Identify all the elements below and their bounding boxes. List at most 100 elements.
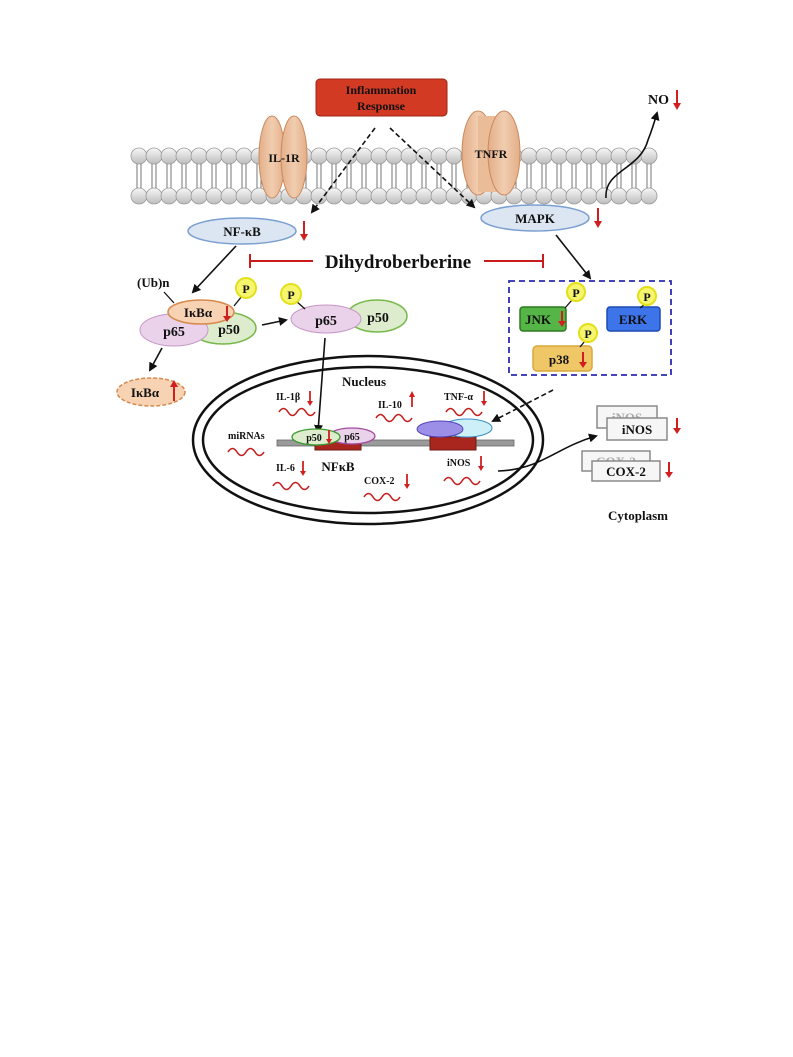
ikba-free-label: IκBα xyxy=(131,385,160,400)
no-label: NO xyxy=(648,93,669,108)
lipid-tail xyxy=(571,164,577,176)
lipid-head xyxy=(325,147,343,165)
p50-free-label: p50 xyxy=(367,311,389,326)
lipid-tail xyxy=(241,176,247,188)
lipid-head xyxy=(640,187,658,205)
lipid-head xyxy=(205,187,223,205)
mrna-squiggle xyxy=(363,492,401,502)
p65-free-label: p65 xyxy=(315,314,337,329)
mrna-squiggle xyxy=(445,407,483,417)
nucleus: Nucleus p50 p65 NFκB IL-1β IL-10 TNF-α m… xyxy=(191,354,545,526)
inos-to-protein-arrow xyxy=(497,433,598,472)
lipid-head xyxy=(235,187,253,205)
lipid-head xyxy=(580,147,598,165)
ikba-down-arrow xyxy=(223,306,231,322)
nfkb-to-complex-arrow xyxy=(191,245,237,294)
lipid-head xyxy=(550,147,568,165)
lipid-head xyxy=(445,147,463,165)
lipid-tail xyxy=(196,164,202,176)
lipid-head xyxy=(385,187,403,205)
phospho-jnk: P xyxy=(572,286,579,300)
free-ikba: IκBα xyxy=(116,377,186,407)
mapk-to-kinases-arrow xyxy=(555,234,592,280)
lipid-head xyxy=(205,147,223,165)
cell-membrane xyxy=(130,147,658,205)
mapk-kinase-box: JNK P ERK P p38 P xyxy=(508,280,672,376)
lipid-head xyxy=(400,187,418,205)
no-down-arrow xyxy=(673,90,681,110)
mapk-to-no-arrow xyxy=(605,111,660,199)
lipid-tail xyxy=(226,176,232,188)
lipid-head xyxy=(535,187,553,205)
mrna-squiggle xyxy=(227,447,265,457)
lipid-tail xyxy=(166,176,172,188)
lipid-tail xyxy=(361,176,367,188)
lipid-tail xyxy=(646,176,652,188)
lipid-tail xyxy=(556,176,562,188)
dashed-arrow-to-nfkb xyxy=(310,127,376,214)
cox2-protein-stack: COX-2 COX-2 xyxy=(581,450,673,482)
jnk-label: JNK xyxy=(525,312,552,327)
nuc-p65-label: p65 xyxy=(344,432,360,443)
lipid-head xyxy=(220,187,238,205)
lipid-tail xyxy=(151,176,157,188)
ikba-label: IκBα xyxy=(184,305,213,320)
nucleus-title: Nucleus xyxy=(342,374,386,389)
phospho-erk: P xyxy=(643,290,650,304)
lipid-head xyxy=(595,147,613,165)
lipid-head xyxy=(355,187,373,205)
lipid-head xyxy=(130,147,148,165)
lipid-tail xyxy=(391,164,397,176)
lipid-tail xyxy=(406,164,412,176)
p65-label: p65 xyxy=(163,325,185,340)
inflammation-line2: Response xyxy=(357,99,406,113)
lipid-tail xyxy=(541,164,547,176)
il10-label: IL-10 xyxy=(378,400,402,411)
lipid-tail xyxy=(526,164,532,176)
lipid-tail xyxy=(436,176,442,188)
lipid-tail xyxy=(421,164,427,176)
lipid-head xyxy=(190,187,208,205)
lipid-head xyxy=(580,187,598,205)
lipid-tail xyxy=(631,176,637,188)
lipid-tail xyxy=(601,176,607,188)
lipid-tail xyxy=(586,176,592,188)
mapk-down-arrow xyxy=(594,208,602,228)
lipid-tail xyxy=(616,176,622,188)
cox2-label: COX-2 xyxy=(364,476,395,487)
lipid-head xyxy=(625,187,643,205)
lipid-head xyxy=(220,147,238,165)
lipid-tail xyxy=(151,164,157,176)
lipid-tail xyxy=(346,176,352,188)
inflammation-response-box: Inflammation Response xyxy=(315,78,448,117)
lipid-head xyxy=(145,187,163,205)
mirnas-label: miRNAs xyxy=(228,431,265,442)
lipid-tail xyxy=(211,176,217,188)
lipid-head xyxy=(160,187,178,205)
inos-down-arrow xyxy=(478,456,484,471)
drug-label: Dihydroberberine xyxy=(325,252,471,273)
lipid-head xyxy=(175,147,193,165)
lipid-head xyxy=(415,187,433,205)
tnfr-label: TNFR xyxy=(475,147,508,161)
nfkb-nucleus-label: NFκB xyxy=(321,459,355,474)
cox2-down-arrow xyxy=(404,474,410,489)
lipid-head xyxy=(550,187,568,205)
cox2-front-label: COX-2 xyxy=(606,464,646,479)
complex-to-ikba-arrow xyxy=(149,347,163,372)
lipid-head xyxy=(160,147,178,165)
inos-protein-stack: iNOS iNOS xyxy=(596,405,681,441)
dihydroberberine-inhibition: Dihydroberberine xyxy=(249,252,544,273)
tnfr-receptor: TNFR xyxy=(461,110,521,196)
lipid-head xyxy=(610,147,628,165)
lipid-tail xyxy=(361,164,367,176)
nfkb-down-arrow xyxy=(300,221,308,241)
lipid-head xyxy=(310,147,328,165)
lipid-tail xyxy=(316,164,322,176)
lipid-head xyxy=(370,187,388,205)
lipid-tail xyxy=(346,164,352,176)
il1r-label: IL-1R xyxy=(268,151,300,165)
p50-label: p50 xyxy=(218,323,240,338)
lipid-tail xyxy=(196,176,202,188)
